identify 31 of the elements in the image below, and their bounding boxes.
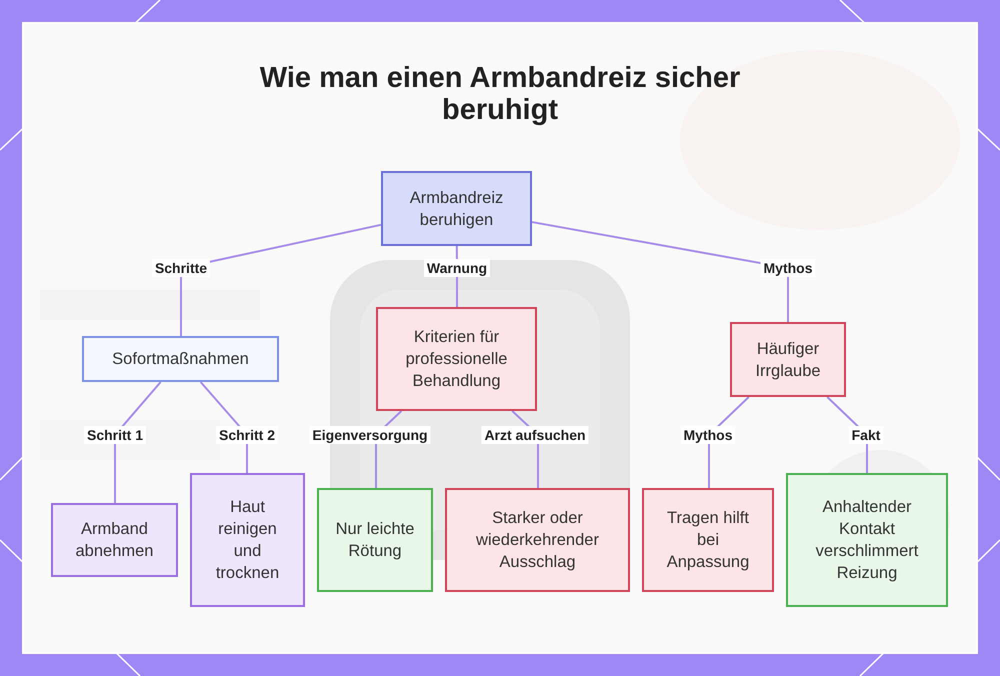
category-box [82, 336, 279, 382]
node-label: Haut reinigen und trocknen [214, 497, 280, 584]
fact-box [786, 473, 948, 607]
node-label: Armband abnehmen [74, 519, 154, 562]
node-label: Armbandreiz beruhigen [408, 188, 504, 230]
edge-label: Eigenversorgung [309, 426, 431, 444]
edge-label: Schritt 1 [84, 426, 146, 444]
title: Wie man einen Armbandreiz sicher beruhigt [258, 62, 742, 126]
edge-label: Arzt aufsuchen [481, 426, 589, 444]
edge-label: Fakt [848, 426, 884, 444]
node-label: Kriterien für professionelle Behandlung [404, 327, 508, 392]
connector-line [532, 221, 789, 322]
fact-box [317, 488, 433, 592]
warning-box [445, 488, 630, 592]
step-box [190, 473, 305, 607]
edge-label: Mythos [680, 426, 736, 444]
edge-label: Warnung [424, 259, 490, 277]
node-label: Nur leichte Rötung [334, 519, 416, 562]
node-label: Häufiger Irrglaube [754, 338, 822, 382]
root-box [381, 171, 532, 246]
warning-box [730, 322, 846, 397]
step-box [51, 503, 178, 577]
edge-label: Schritt 2 [216, 426, 278, 444]
warning-box [376, 307, 537, 411]
node-label: Sofortmaßnahmen [111, 349, 250, 370]
node-label: Starker oder wiederkehrender Ausschlag [475, 508, 600, 573]
node-label: Tragen hilft bei Anpassung [666, 508, 750, 573]
edge-label: Schritte [152, 259, 210, 277]
edge-label: Mythos [760, 259, 816, 277]
node-label: Anhaltender Kontakt verschlimmert Reizung [814, 497, 920, 584]
warning-box [642, 488, 774, 592]
